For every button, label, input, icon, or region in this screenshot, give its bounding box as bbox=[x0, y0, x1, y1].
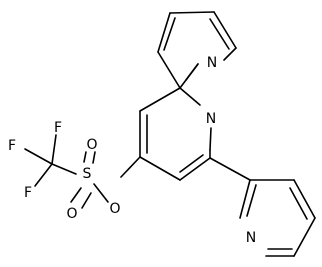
nitrogen-label-top: N bbox=[207, 55, 217, 71]
bond bbox=[179, 157, 211, 181]
bond bbox=[169, 11, 215, 14]
bond bbox=[120, 156, 141, 178]
bond bbox=[34, 163, 53, 187]
bond bbox=[51, 163, 77, 175]
bond bbox=[209, 127, 212, 151]
bond bbox=[209, 18, 230, 50]
bond bbox=[209, 157, 251, 181]
bond bbox=[81, 192, 92, 209]
fluorine-label-top: F bbox=[54, 120, 62, 136]
bond bbox=[139, 156, 181, 181]
fluorine-label-left: F bbox=[8, 138, 16, 154]
bond bbox=[51, 134, 57, 165]
triflate-group bbox=[24, 134, 141, 209]
bond bbox=[179, 154, 204, 173]
bond bbox=[179, 87, 201, 106]
bond bbox=[185, 63, 199, 81]
bond bbox=[223, 47, 237, 61]
top-pyridine-ring bbox=[157, 11, 237, 89]
bond bbox=[70, 187, 82, 203]
bond bbox=[213, 11, 237, 49]
bottom-pyridine-ring bbox=[209, 157, 316, 257]
bond bbox=[239, 179, 251, 219]
bond bbox=[83, 151, 87, 163]
bond bbox=[157, 51, 181, 89]
bond bbox=[92, 151, 96, 164]
sulfur-label: S bbox=[83, 166, 92, 182]
bond bbox=[139, 87, 181, 112]
bond bbox=[163, 17, 176, 51]
central-pyridine-ring bbox=[139, 87, 212, 181]
oxygen-sulfonyl-lower-label: O bbox=[66, 206, 77, 222]
bond bbox=[246, 184, 257, 217]
bond bbox=[289, 187, 308, 220]
bond bbox=[293, 217, 316, 257]
oxygen-ether-label: O bbox=[109, 201, 120, 217]
fluorine-label-bottom: F bbox=[24, 185, 32, 201]
oxygen-sulfonyl-upper-label: O bbox=[86, 137, 97, 153]
bond bbox=[24, 148, 53, 165]
bond bbox=[93, 183, 109, 203]
bond bbox=[293, 179, 316, 219]
nitrogen-label-center: N bbox=[206, 111, 216, 127]
nitrogen-label-bottom: N bbox=[246, 230, 256, 246]
bond bbox=[157, 12, 171, 53]
